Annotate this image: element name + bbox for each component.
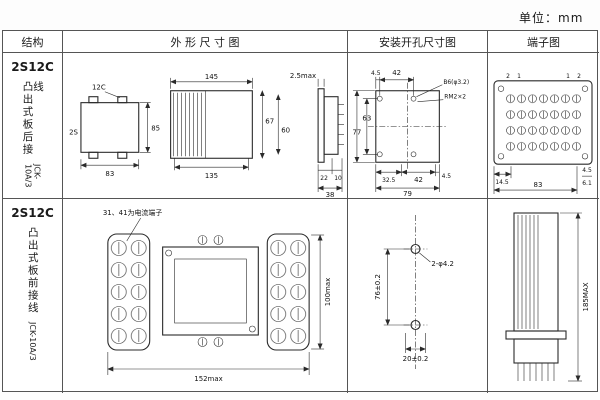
dim-4-5: 4.5 <box>582 167 592 174</box>
panel-cutout <box>367 82 448 171</box>
install-drawing-rear: 4.5 42 B6(φ3.2) RM2×2 77 63 <box>353 69 470 198</box>
dim-145: 145 <box>205 73 218 81</box>
drill-dimensions: 76±0.2 2-φ4.2 20±0.2 <box>374 248 454 363</box>
structure-cell-rear: 2S12C 凸出式板后接线 JCK-10A/3 <box>3 53 63 199</box>
dim-4-5-top: 4.5 <box>371 70 381 77</box>
pin-number: 1 <box>566 73 570 80</box>
dim-4-5-bottom: 4.5 <box>442 173 452 180</box>
front-wiring-dimensions: 152max 100max <box>107 234 332 383</box>
dim-10: 10 <box>334 175 342 182</box>
relay-code: JCK-10A/3 <box>28 321 37 361</box>
dim-38: 38 <box>326 191 335 198</box>
install-drawing-front-cell: 76±0.2 2-φ4.2 20±0.2 <box>348 199 488 393</box>
model-name: 2S12C <box>11 60 54 74</box>
install-dimensions: 4.5 42 B6(φ3.2) RM2×2 77 63 <box>353 69 470 198</box>
hole-spec-label: 2-φ4.2 <box>431 260 454 268</box>
spec-table: 结构 外 形 尺 寸 图 安装开孔尺寸图 端子图 2S12C 凸出式板后接线 J… <box>2 30 599 393</box>
relay-code: JCK-10A/3 <box>23 164 42 188</box>
dim-2-5max: 2.5max <box>290 72 316 80</box>
height-dimension: 185MAX <box>560 212 590 382</box>
structure-cell-front: 2S12C 凸出式板前接线 JCK-10A/3 <box>3 199 63 393</box>
terminal-drawing-front: 185MAX <box>505 212 590 382</box>
header-terminal: 端子图 <box>488 31 599 53</box>
label-12c: 12C <box>92 84 106 92</box>
install-drawing-rear-cell: 4.5 42 B6(φ3.2) RM2×2 77 63 <box>348 53 488 199</box>
unit-label: 单位：mm <box>519 11 584 25</box>
drill-holes <box>403 215 428 369</box>
outline-drawing-front: 31、41为电流端子 <box>103 208 332 383</box>
install-drawing-front: 76±0.2 2-φ4.2 20±0.2 <box>374 215 454 369</box>
dim-42-top: 42 <box>392 69 401 77</box>
header-install: 安装开孔尺寸图 <box>348 31 488 53</box>
dim-77: 77 <box>353 128 362 136</box>
terminal-drawing-rear: 2 1 1 2 14.5 4.5 6.1 83 <box>493 73 593 195</box>
dim-83-terminal: 83 <box>534 181 543 189</box>
outline-drawing-front-cell: 31、41为电流端子 <box>63 199 348 393</box>
hole-spec-label: B6(φ3.2) <box>443 79 469 86</box>
model-name: 2S12C <box>11 206 54 220</box>
front-wiring-view <box>107 233 310 351</box>
dim-32-5: 32.5 <box>382 177 395 184</box>
pin-number: 2 <box>577 73 581 80</box>
pin-number: 1 <box>517 73 521 80</box>
dim-67: 67 <box>265 118 274 126</box>
note-label: 31、41为电流端子 <box>103 208 162 217</box>
dim-152max: 152max <box>194 375 222 383</box>
dim-83: 83 <box>105 170 114 178</box>
outline-drawing-rear-cell: 12C 2S 83 85 <box>63 53 348 199</box>
terminal-dimensions: 14.5 4.5 6.1 83 <box>493 166 592 195</box>
terminal-board: 2 1 1 2 <box>493 73 593 165</box>
wiring-type-label: 凸出式板前接线 <box>26 227 39 315</box>
dim-42-bottom: 42 <box>414 176 423 184</box>
header-outline: 外 形 尺 寸 图 <box>63 31 348 53</box>
dim-185max: 185MAX <box>582 282 590 311</box>
terminal-drawing-rear-cell: 2 1 1 2 14.5 4.5 6.1 83 <box>488 53 599 199</box>
dim-100max: 100max <box>324 278 332 307</box>
relay-top-view: 12C 2S 83 85 <box>69 84 160 178</box>
side-view: 67 60 2.5max 22 10 38 <box>259 72 345 198</box>
dim-14-5: 14.5 <box>495 179 509 186</box>
terminal-drawing-front-cell: 185MAX <box>488 199 599 393</box>
dim-20: 20±0.2 <box>403 355 429 363</box>
pin-number: 2 <box>506 73 510 80</box>
wiring-type-label: 凸出式板后接线 <box>21 81 45 156</box>
dim-22: 22 <box>320 175 328 182</box>
label-2s: 2S <box>69 128 78 136</box>
screw-spec-label: RM2×2 <box>444 94 466 101</box>
outline-drawing-rear: 12C 2S 83 85 <box>69 72 345 198</box>
relay-side-view <box>505 212 567 381</box>
header-structure: 结构 <box>3 31 63 53</box>
dim-76: 76±0.2 <box>374 274 382 300</box>
dim-79: 79 <box>403 190 412 198</box>
dim-85: 85 <box>151 124 160 132</box>
dim-6-1: 6.1 <box>582 180 592 187</box>
dim-60: 60 <box>281 126 290 134</box>
front-view: 145 135 <box>170 73 253 180</box>
dim-135: 135 <box>205 172 218 180</box>
dim-63: 63 <box>362 115 371 123</box>
